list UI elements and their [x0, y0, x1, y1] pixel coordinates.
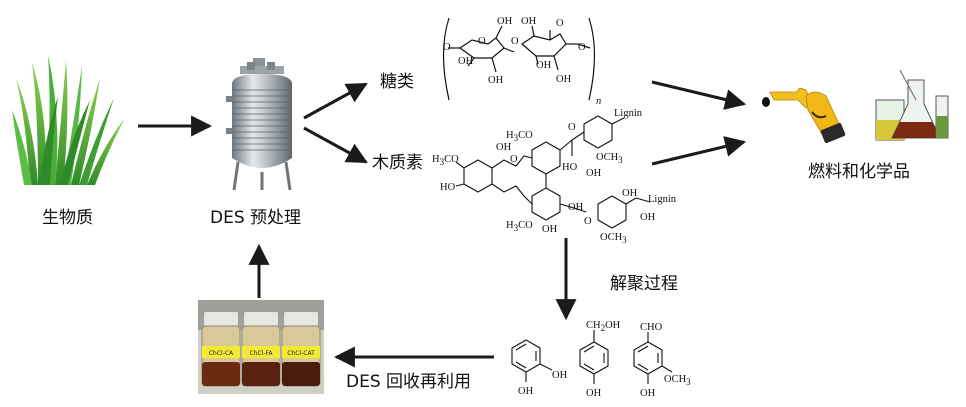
bottle-label-text-3: ChCl-CAT: [287, 350, 315, 357]
cellulose-oh-2: OH: [488, 75, 504, 86]
cellulose-o-bridge: O: [511, 36, 519, 47]
bottle-label-text-1: ChCl-CA: [209, 350, 234, 357]
bottle-label-2: [242, 346, 280, 358]
lignin-tag-1: Lignin: [614, 108, 643, 119]
label-des-pretreatment: DES 预处理: [210, 208, 302, 228]
arrow-to-sugars: [303, 82, 368, 120]
lignin-och3-1: OCH3: [596, 152, 623, 165]
lignin-oh-1: OH: [496, 142, 512, 153]
arrow-sugars-to-products: [651, 80, 747, 110]
cellulose-structure: [442, 17, 596, 101]
lignin-oh-2: OH: [586, 168, 602, 179]
label-depolymerization: 解聚过程: [610, 274, 678, 294]
arrow-lignin-to-products: [651, 136, 747, 166]
lignin-ho-left: HO: [440, 182, 456, 193]
arrow-to-lignin: [303, 126, 368, 164]
cellulose-oh-5: OH: [536, 60, 552, 71]
cellulose-oh-1: OH: [458, 56, 474, 67]
lignin-oh-3: OH: [568, 202, 584, 213]
catechol-structure: [511, 339, 553, 382]
lignin-oh-5: OH: [622, 188, 638, 199]
lignin-h3co-top: H3CO: [506, 130, 533, 143]
benzyl-alcohol-structure: [579, 330, 609, 384]
lignin-tag-2: Lignin: [648, 194, 677, 205]
des-bottles-photo: ChCl-CA ChCl-FA ChCl-CAT: [198, 300, 324, 394]
lignin-och3-2: OCH3: [600, 232, 627, 245]
vanillin-oh: OH: [640, 388, 656, 399]
lignin-oh-4: OH: [542, 224, 558, 235]
lignin-oh-6: OH: [640, 212, 656, 223]
cellulose-o-ring-2: O: [556, 18, 564, 29]
label-des-recycle: DES 回收再利用: [346, 372, 472, 392]
label-biomass: 生物质: [42, 208, 93, 228]
label-sugars: 糖类: [380, 72, 414, 92]
lignin-structure: [455, 115, 651, 229]
lignin-o-link-1: O: [568, 122, 576, 133]
cellulose-repeat-n: n: [596, 96, 601, 107]
fuel-nozzle-icon: [762, 87, 846, 144]
lignin-labels: H3CO HO H3CO OH O H3CO HO OH O Lignin OC…: [432, 108, 677, 245]
catechol-oh-2: OH: [518, 386, 534, 397]
vanillin-structure: [633, 332, 673, 384]
label-lignin: 木质素: [372, 153, 423, 173]
bottle-label-text-2: ChCl-FA: [249, 350, 273, 357]
vanillin-cho: CHO: [640, 322, 663, 333]
benzyl-oh: OH: [586, 388, 602, 399]
cellulose-oh-6: OH: [556, 74, 572, 85]
grass-icon: [12, 55, 125, 185]
lignin-o-link-2: O: [584, 216, 592, 227]
lab-flasks-icon: [875, 69, 949, 141]
cellulose-oh-4: OH: [521, 16, 537, 27]
flow-arrows: [138, 80, 747, 368]
lignin-h3co-left: H3CO: [432, 154, 459, 167]
cellulose-o-ring-1: O: [478, 36, 486, 47]
bottle-label-3: [282, 346, 320, 358]
cellulose-o-start: O: [443, 42, 451, 53]
reactor-tank-icon: [226, 58, 292, 191]
vanillin-och3: OCH3: [664, 374, 691, 387]
benzyl-ch2oh: CH2OH: [586, 320, 621, 333]
lignin-h3co-bottom: H3CO: [506, 220, 533, 233]
cellulose-o-end: O: [578, 42, 586, 53]
label-fuels-chemicals: 燃料和化学品: [808, 162, 910, 182]
lignin-ho-1: HO: [562, 162, 578, 173]
cellulose-oh-3: OH: [497, 16, 513, 27]
lignin-o-ring: O: [510, 154, 518, 165]
catechol-oh-1: OH: [552, 370, 568, 381]
bottle-label-1: [202, 346, 240, 358]
cellulose-labels: OH OH O O OH OH O OH OH O O n: [443, 16, 601, 107]
